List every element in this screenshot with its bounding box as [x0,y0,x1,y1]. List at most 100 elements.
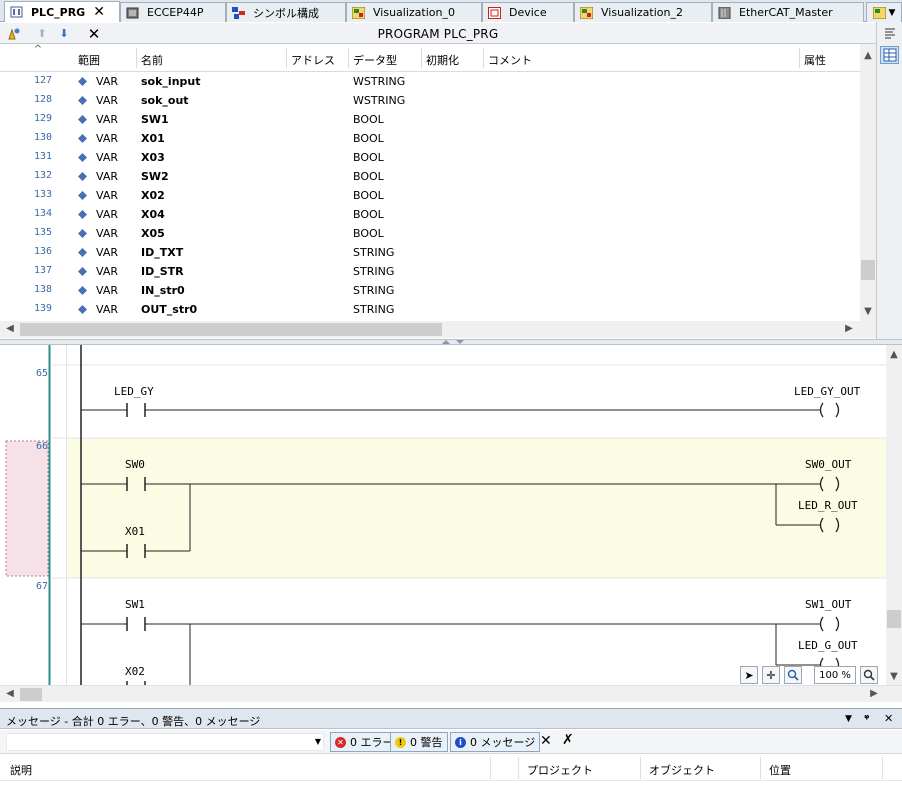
table-view-button[interactable] [880,46,899,64]
clear-all-icon[interactable]: ✗ [562,732,574,748]
scroll-down-icon[interactable]: ▼ [864,306,872,317]
scroll-thumb[interactable] [20,688,42,701]
column-scope[interactable]: 範囲 [78,54,100,67]
pointer-tool-button[interactable]: ➤ [740,666,758,684]
contact-label[interactable]: X02 [125,665,145,678]
network-number[interactable]: 67 [35,581,48,592]
column-datatype[interactable]: データ型 [353,54,397,67]
tab-visualization-0[interactable]: Visualization_0 [346,2,482,22]
column-name[interactable]: 名前 [141,54,163,67]
close-panel-icon[interactable]: ✕ [884,712,894,725]
auto-declare-button[interactable] [6,26,22,41]
column-position[interactable]: 位置 [769,764,791,777]
column-init[interactable]: 初期化 [426,54,459,67]
ladder-hscrollbar[interactable]: ◀ ▶ [0,685,902,702]
contact-label[interactable]: SW1 [125,598,145,611]
declaration-toolbar: ⬆ ⬇ ✕ PROGRAM PLC_PRG [0,23,876,44]
network-number[interactable]: 65 [35,368,48,379]
network-number[interactable]: 66 [35,441,48,452]
warnings-filter-button[interactable]: ! 0 警告 [390,732,448,752]
variable-icon [78,248,87,257]
pan-tool-button[interactable]: ✛ [762,666,780,684]
tab-plc-prg[interactable]: PLC_PRG ✕ [4,1,120,22]
scroll-thumb[interactable] [887,610,901,628]
column-attribute[interactable]: 属性 [804,54,826,67]
contact-label[interactable]: LED_GY [114,385,154,398]
column-object[interactable]: オブジェクト [649,764,715,777]
pin-icon[interactable]: ᵠ [864,712,870,725]
device-module-icon [126,7,139,19]
scroll-up-icon[interactable]: ▲ [890,349,898,360]
panel-menu-icon[interactable]: ▼ [845,714,852,724]
visualization-icon [872,6,886,19]
tab-label: PLC_PRG [31,5,86,19]
scroll-up-icon[interactable]: ▲ [864,50,872,61]
scroll-down-icon[interactable]: ▼ [890,671,898,682]
move-up-button[interactable]: ⬆ [34,26,50,41]
type-cell: BOOL [353,113,384,126]
tab-eccep44p[interactable]: ECCEP44P [120,2,226,22]
scope-cell: VAR [96,113,118,126]
coil-label[interactable]: LED_GY_OUT [794,385,861,398]
line-number: 130 [33,132,52,143]
close-tab-icon[interactable]: ✕ [93,4,105,20]
declaration-hscrollbar[interactable]: ◀ ▶ [0,321,876,338]
type-cell: WSTRING [353,94,406,107]
messages-filter-button[interactable]: i 0 メッセージ [450,732,541,752]
column-description[interactable]: 説明 [10,764,32,777]
tab-symbol-config[interactable]: シンボル構成 [226,2,346,22]
scroll-left-icon[interactable]: ◀ [6,323,14,334]
errors-filter-button[interactable]: ✕ 0 エラー [330,732,399,752]
declaration-vscrollbar[interactable]: ▲ ▼ [860,44,876,321]
coil-label[interactable]: SW0_OUT [805,458,852,471]
scroll-thumb[interactable] [861,260,875,280]
column-address[interactable]: アドレス [291,54,335,67]
zoom-fit-button[interactable] [860,666,878,684]
tab-ethercat-master[interactable]: EtherCAT_Master [712,2,864,22]
zoom-tool-button[interactable] [784,666,802,684]
line-number: 139 [33,303,52,314]
view-switcher [876,22,902,342]
column-comment[interactable]: コメント [488,54,532,67]
delete-button[interactable]: ✕ [86,25,102,43]
text-view-button[interactable] [880,24,899,42]
scroll-right-icon[interactable]: ▶ [870,688,878,699]
variable-icon [78,134,87,143]
pane-splitter[interactable] [0,339,902,345]
sort-up-icon[interactable]: ^ [33,44,43,55]
tab-overflow-menu[interactable]: ▼ [866,2,902,22]
coil-label[interactable]: LED_R_OUT [798,499,858,512]
contact-label[interactable]: SW0 [125,458,145,471]
ladder-vscrollbar[interactable]: ▲ ▼ [886,345,902,685]
tab-device[interactable]: Device [482,2,574,22]
tab-visualization-2[interactable]: Visualization_2 [574,2,712,22]
column-project[interactable]: プロジェクト [527,764,593,777]
coil-label[interactable]: SW1_OUT [805,598,852,611]
ladder-editor[interactable]: 65 66 67 LED_GY LED_GY_OUT SW0 SW0_OUT L… [0,345,886,685]
scroll-right-icon[interactable]: ▶ [845,323,853,334]
tab-label: シンボル構成 [253,6,319,20]
move-cross-icon: ✛ [766,668,776,682]
clear-messages-icon[interactable]: ✕ [540,733,552,749]
coil-label[interactable]: LED_G_OUT [798,639,858,652]
zoom-level[interactable]: 100 % [814,666,856,684]
message-category-select[interactable]: ▼ [6,733,324,751]
contact-label[interactable]: X01 [125,525,145,538]
zoom-fit-icon [863,669,875,681]
scroll-thumb[interactable] [20,323,442,336]
scroll-left-icon[interactable]: ◀ [6,688,14,699]
move-down-button[interactable]: ⬇ [56,26,72,41]
